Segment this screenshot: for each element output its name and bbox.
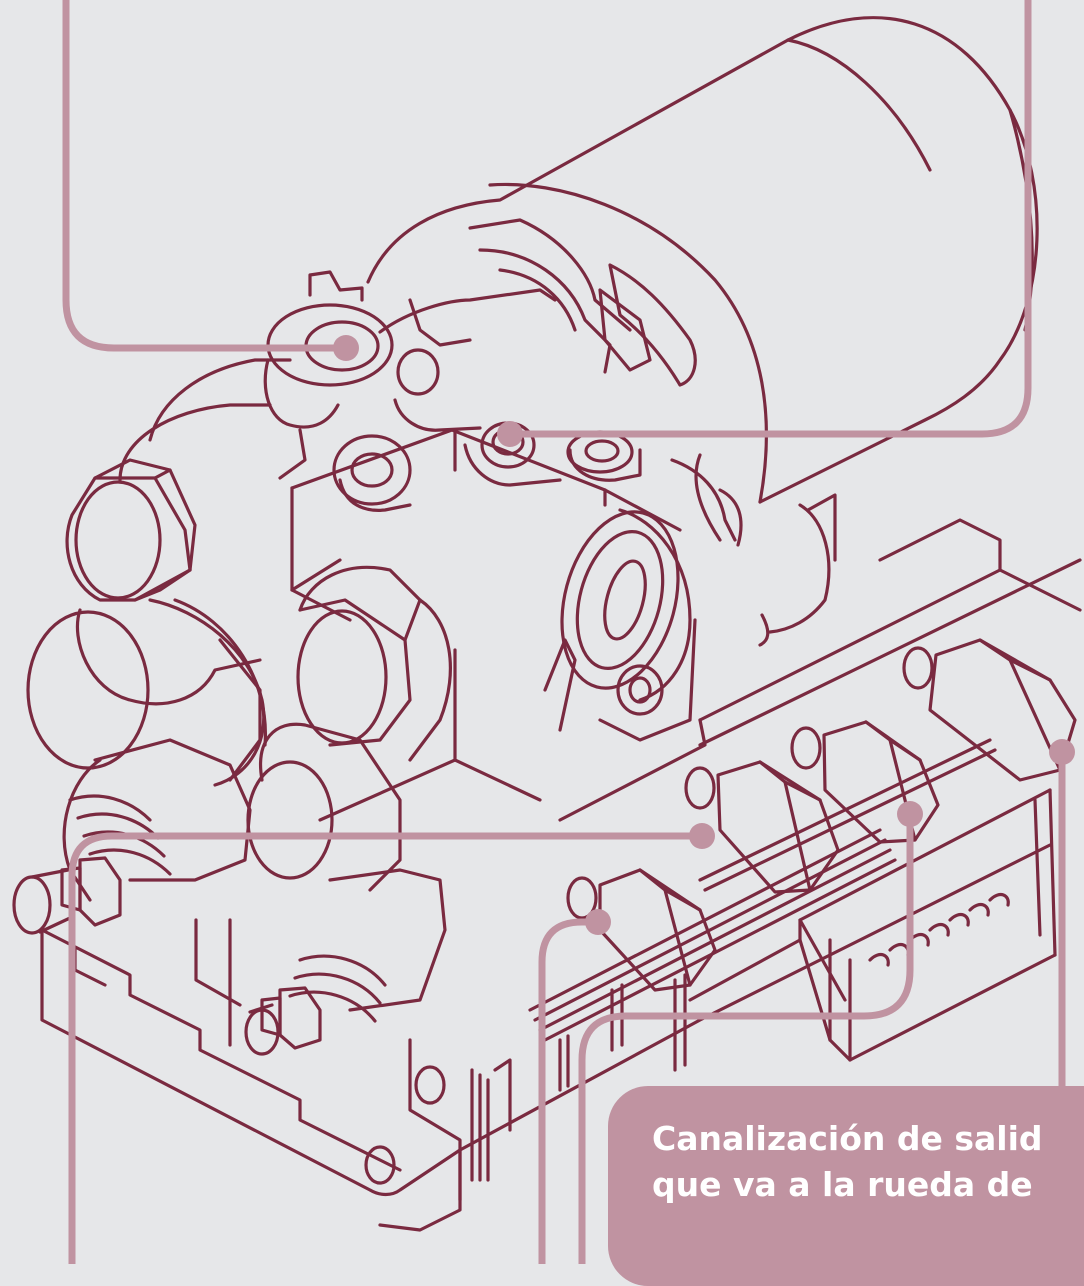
connector-housing xyxy=(688,518,1082,1062)
solenoid-valves-lower xyxy=(12,722,447,1056)
leader-line-top-left xyxy=(62,0,350,352)
callout-dot-top-left xyxy=(333,335,359,361)
outlet-fitting-1 xyxy=(566,868,717,992)
callout-dot-fitting-4 xyxy=(1049,739,1075,765)
leader-line-fitting-2 xyxy=(68,832,706,1264)
valve-block xyxy=(118,358,707,822)
callout-label-line-2: que va a la rueda de xyxy=(652,1165,1033,1204)
callout-dot-top-right xyxy=(497,421,523,447)
inlet-valve-caps xyxy=(26,458,452,787)
leader-line-fitting-1 xyxy=(538,918,602,1264)
motor-cylinder xyxy=(366,16,1039,647)
brake-lines xyxy=(528,738,997,1042)
outlet-fitting-4 xyxy=(902,638,1077,782)
callout-label-box: Canalización de salid que va a la rueda … xyxy=(608,1086,1084,1286)
outlet-fitting-2 xyxy=(684,760,840,894)
callout-dot-fitting-2 xyxy=(689,823,715,849)
leader-line-fitting-3 xyxy=(578,810,914,1264)
manifold-top xyxy=(263,270,642,512)
callout-dot-fitting-1 xyxy=(585,909,611,935)
callout-dot-fitting-3 xyxy=(897,801,923,827)
leader-line-top-right xyxy=(506,0,1032,438)
callout-label-line-1: Canalización de salid xyxy=(652,1119,1043,1158)
